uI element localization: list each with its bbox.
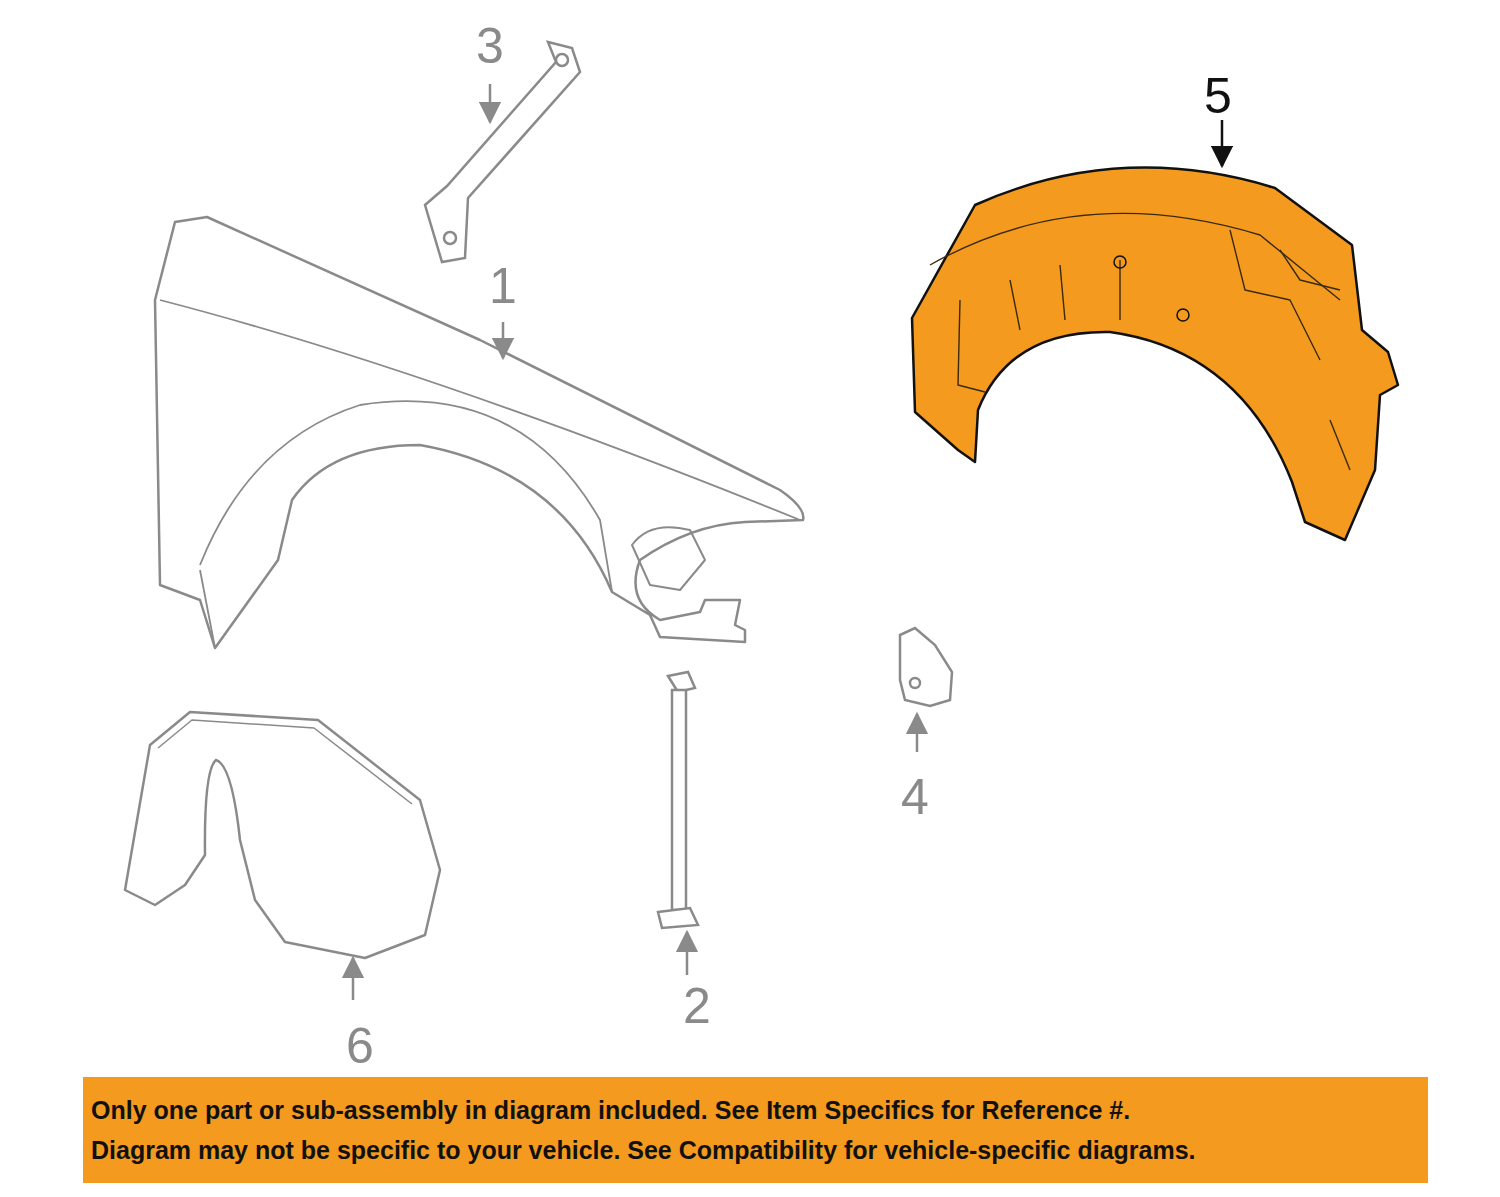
leader-line bbox=[352, 958, 355, 1000]
leader-line bbox=[489, 84, 492, 122]
callout-number: 1 bbox=[489, 261, 517, 311]
retainer-clip bbox=[900, 628, 952, 706]
fender-panel bbox=[155, 217, 803, 648]
callout-number: 4 bbox=[901, 772, 929, 822]
fender-liner bbox=[912, 168, 1398, 540]
notice-banner: Only one part or sub-assembly in diagram… bbox=[83, 1077, 1428, 1183]
leader-line bbox=[916, 714, 919, 752]
notice-text: Only one part or sub-assembly in diagram… bbox=[91, 1090, 1420, 1130]
callout-number: 6 bbox=[346, 1021, 374, 1071]
leader-line bbox=[686, 932, 689, 975]
leader-line bbox=[502, 322, 505, 358]
splash-shield bbox=[125, 712, 440, 958]
callout-number: 3 bbox=[476, 21, 504, 71]
leader-line bbox=[1221, 120, 1224, 166]
fender-bracket bbox=[425, 42, 580, 262]
support-strip bbox=[658, 672, 698, 928]
callout-number: 2 bbox=[683, 981, 711, 1031]
notice-text: Diagram may not be specific to your vehi… bbox=[91, 1130, 1420, 1170]
callout-number: 5 bbox=[1204, 71, 1232, 121]
